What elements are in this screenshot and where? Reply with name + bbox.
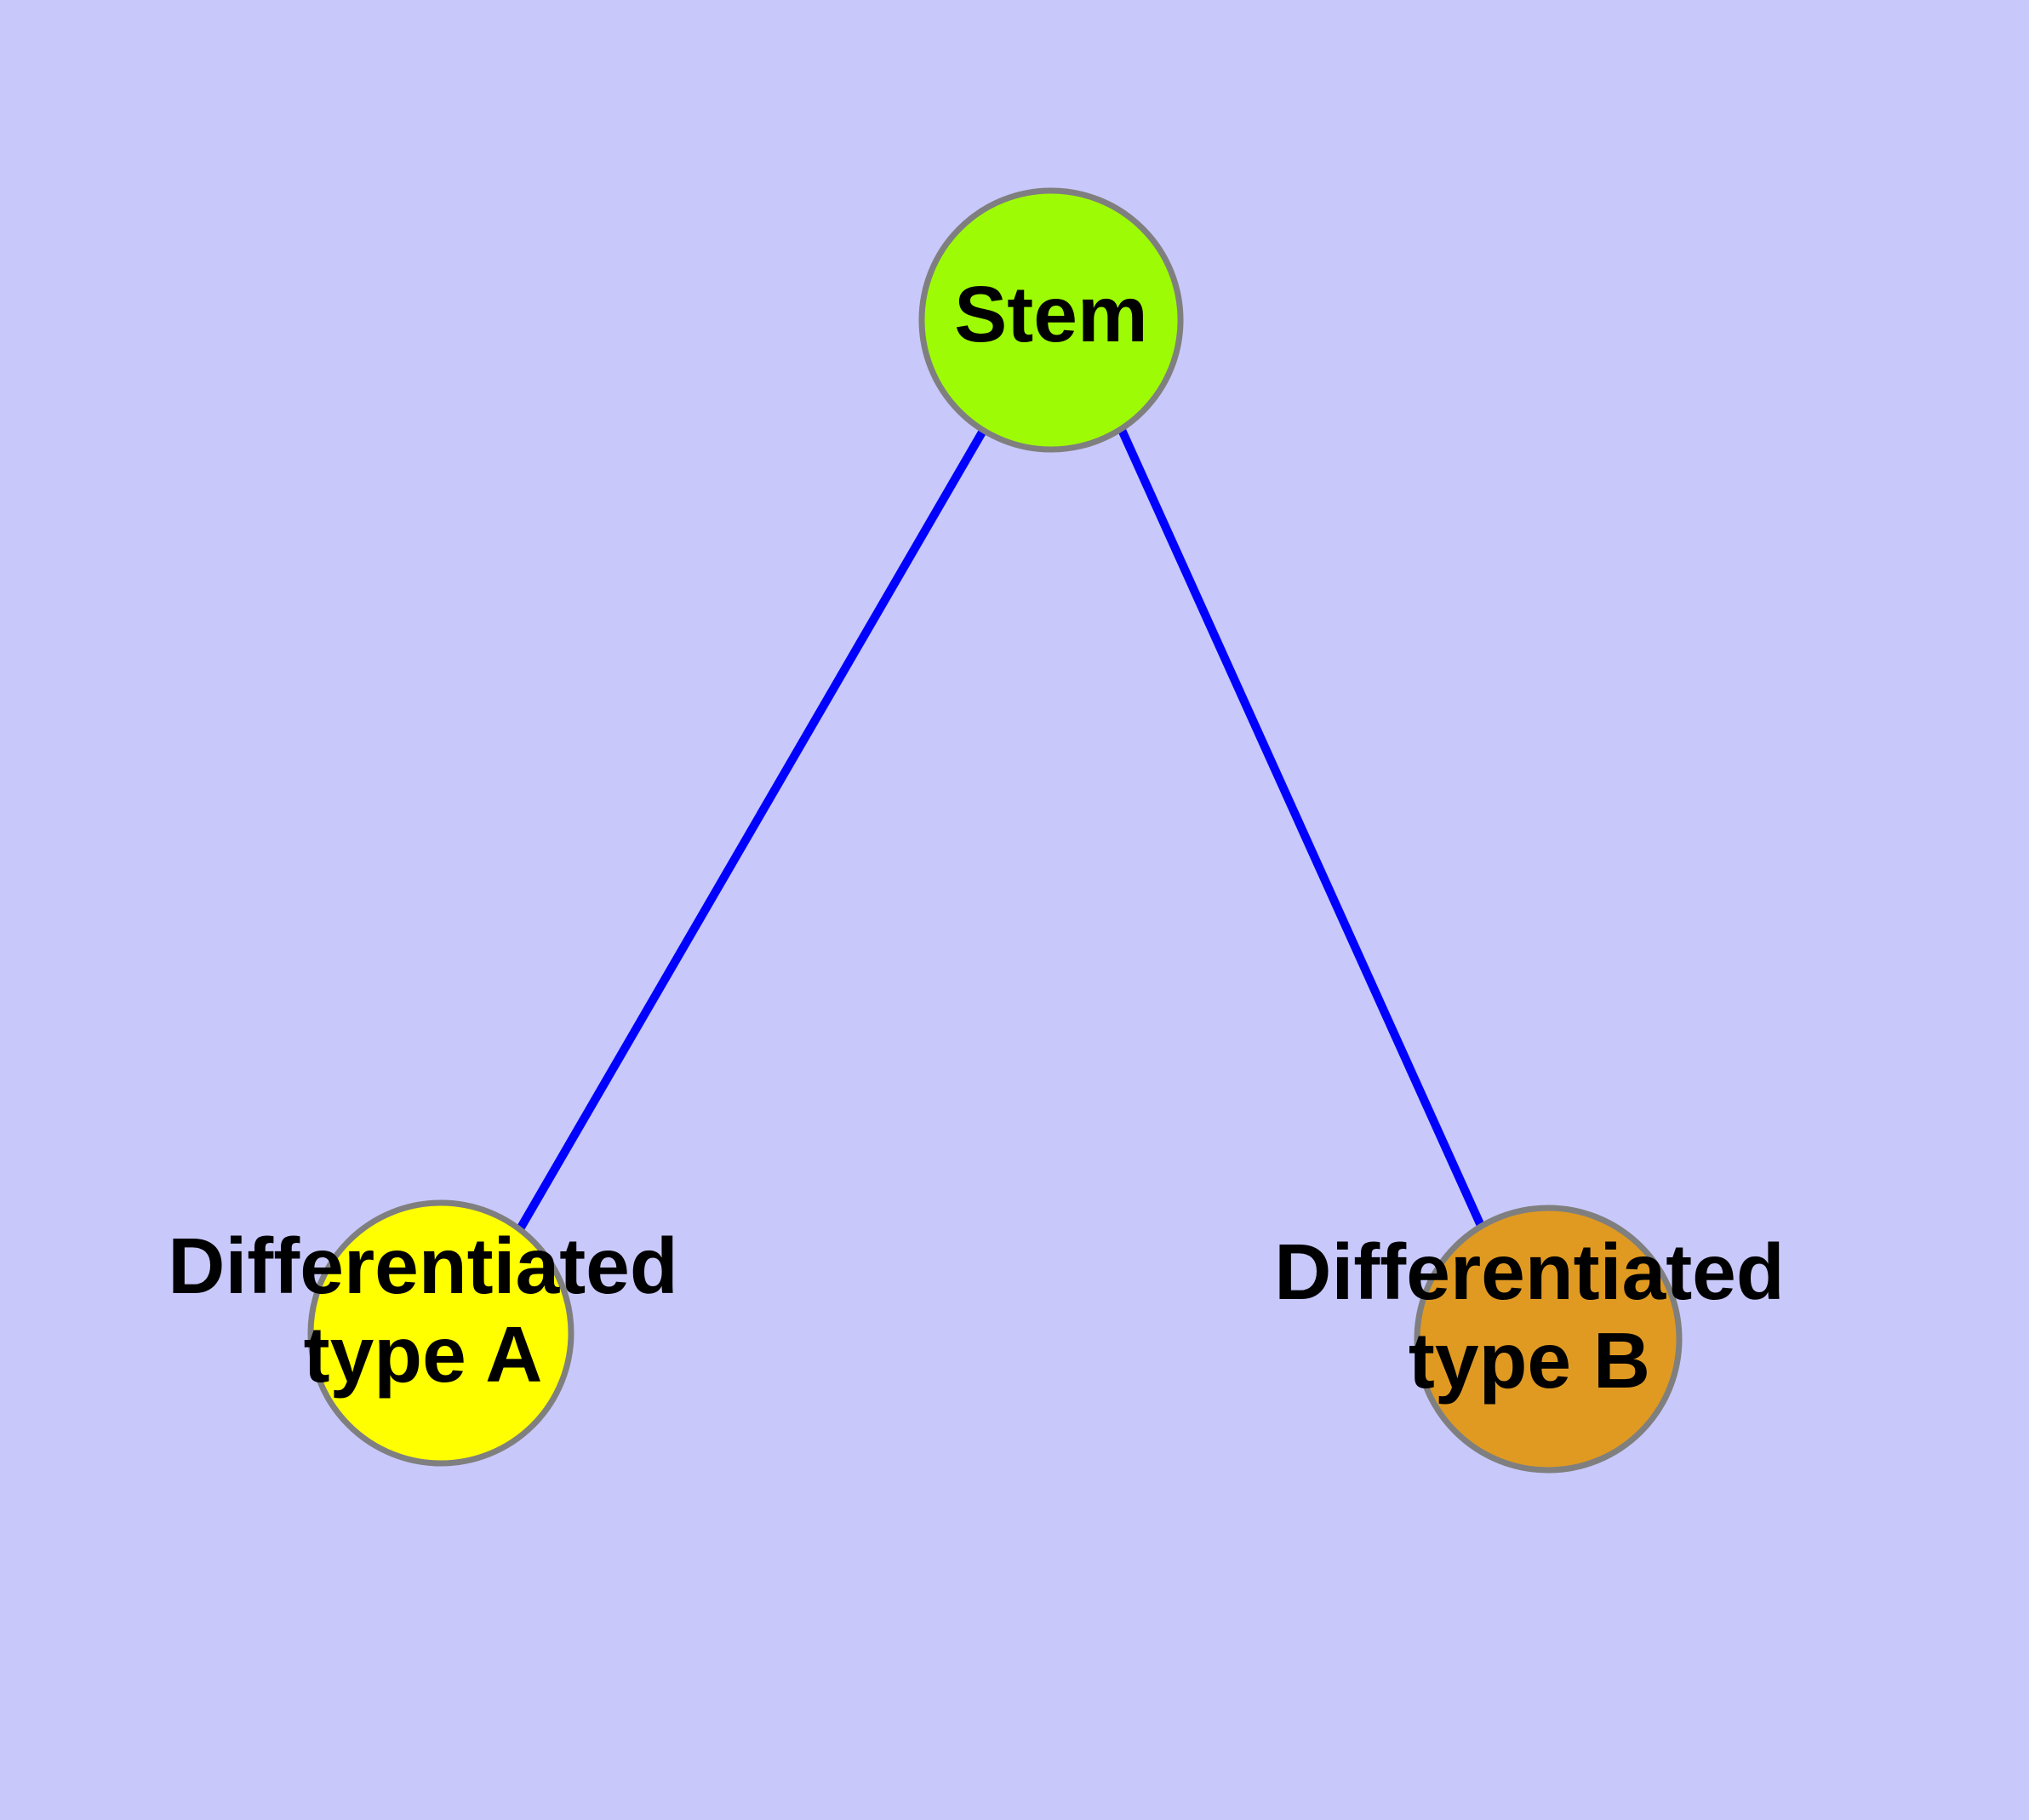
edges-layer — [517, 427, 1485, 1230]
node-stem[interactable] — [918, 187, 1184, 453]
node-label-line: Differentiated — [168, 1222, 677, 1310]
edge-stem-to-diff_b[interactable] — [1117, 427, 1485, 1228]
node-diff_b[interactable] — [1414, 1205, 1683, 1474]
nodes-layer — [307, 187, 1683, 1474]
node-label-line: type A — [304, 1310, 543, 1399]
node-diff_a[interactable] — [307, 1199, 574, 1467]
node-label-stem: Stem — [954, 270, 1147, 358]
edge-stem-to-diff_a[interactable] — [517, 428, 987, 1230]
node-label-line: Stem — [954, 270, 1147, 358]
node-label-line: Differentiated — [1274, 1228, 1784, 1316]
node-label-line: type B — [1409, 1316, 1650, 1405]
